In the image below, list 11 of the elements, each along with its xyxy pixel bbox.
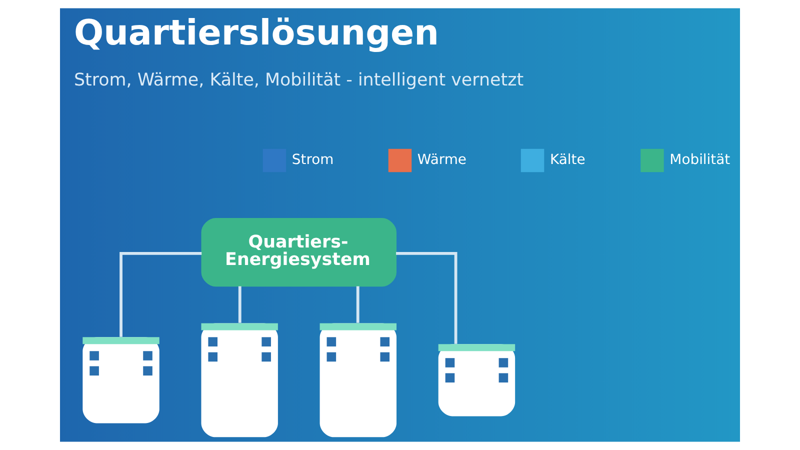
connector (120, 252, 202, 337)
legend-label: Wärme (417, 152, 467, 168)
legend-label: Strom (292, 152, 334, 168)
legend-label: Kälte (550, 152, 586, 168)
label: Strom, Wärme, Kälte, Mobilität - intelligent vernetzt (74, 70, 524, 91)
node-box: Quartiers- Energiesystem (201, 218, 396, 287)
connector (396, 252, 458, 344)
connector (238, 286, 242, 323)
diagram-title: Quartierslösungen (74, 13, 440, 54)
legend-label: Mobilität (670, 152, 730, 168)
connector (356, 286, 360, 323)
